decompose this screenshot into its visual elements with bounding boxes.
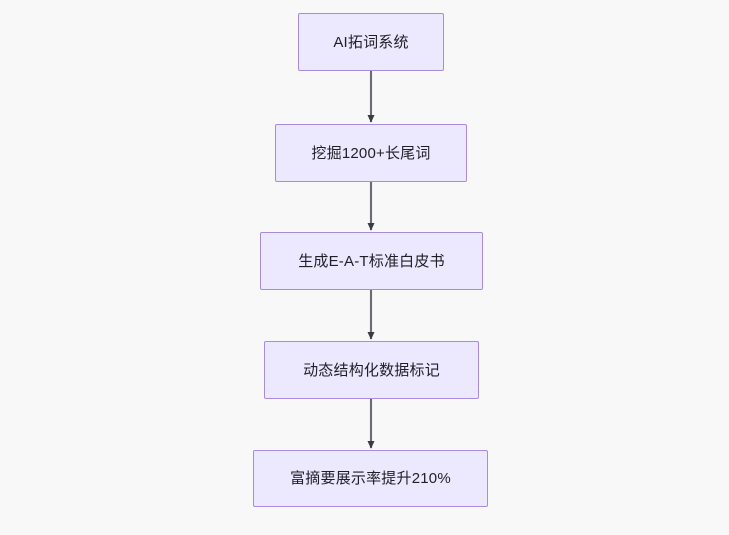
- flow-node-label: AI拓词系统: [333, 33, 409, 51]
- flow-node-label: 动态结构化数据标记: [303, 361, 440, 379]
- flow-node-rich-snippet-impression-uplift[interactable]: 富摘要展示率提升210%: [253, 450, 488, 507]
- flow-node-mine-longtail-keywords[interactable]: 挖掘1200+长尾词: [275, 124, 467, 182]
- flow-node-ai-keyword-system[interactable]: AI拓词系统: [298, 13, 444, 71]
- flow-node-label: 挖掘1200+长尾词: [311, 144, 431, 162]
- flow-node-generate-eat-whitepaper[interactable]: 生成E-A-T标准白皮书: [260, 232, 483, 290]
- flow-node-label: 富摘要展示率提升210%: [290, 470, 451, 487]
- flow-node-label: 生成E-A-T标准白皮书: [298, 252, 445, 270]
- flow-node-dynamic-structured-data-markup[interactable]: 动态结构化数据标记: [264, 341, 479, 399]
